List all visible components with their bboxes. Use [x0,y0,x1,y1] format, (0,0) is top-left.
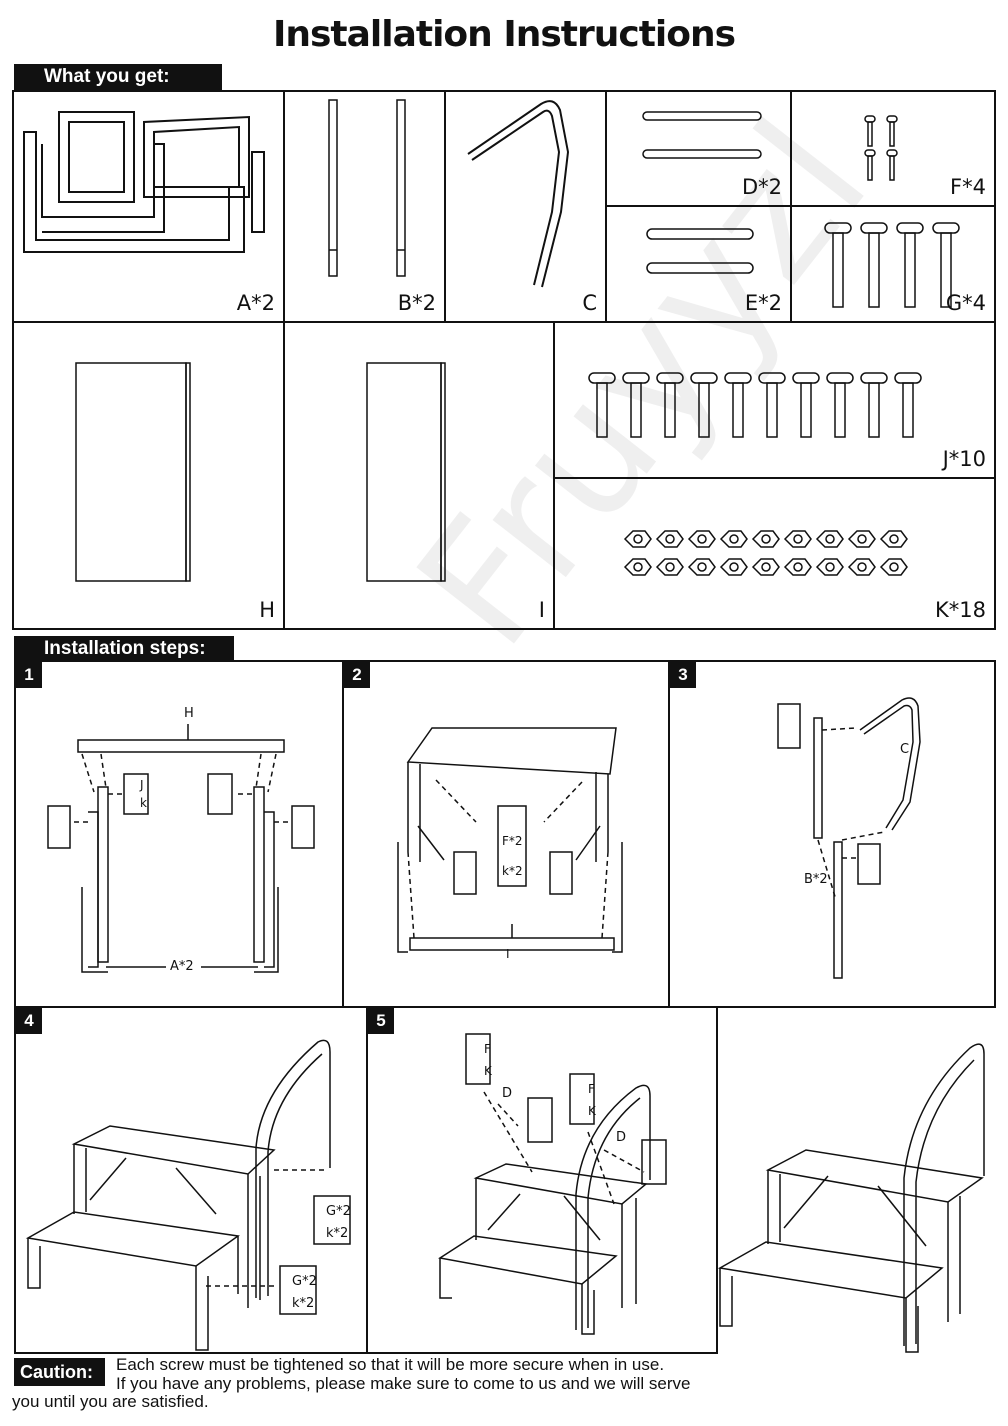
part-i-board-icon [366,362,446,582]
step-5-panel: 5 D D F K F K [366,1006,718,1354]
part-i-label: I [538,598,545,622]
step-1-j-callout: J [140,778,144,792]
part-i-panel: I [283,321,555,630]
part-c-panel: C [444,90,607,323]
part-c-label: C [582,291,597,315]
step-5-k-callout-a: K [484,1064,492,1078]
step-1-panel: 1 [14,660,344,1008]
step-3-c-callout: C [900,742,910,757]
step-5-d-callout-b: D [616,1130,627,1145]
step-2-i-callout: I [506,947,510,961]
part-f-small-screws-icon [864,115,898,181]
part-g-label: G*4 [945,291,986,315]
step-5-k-callout-b: K [588,1104,596,1118]
step-4-number: 4 [16,1008,42,1034]
part-e-panel: E*2 [605,205,792,323]
part-b-label: B*2 [397,291,436,315]
step-2-number: 2 [344,662,370,688]
caution-label: Caution: [20,1362,93,1382]
caution-line-3: you until you are satisfied. [12,1392,209,1411]
step-2-panel: 2 I F*2 k*2 [342,660,670,1008]
caution-line-1: Each screw must be tightened so that it … [116,1355,665,1374]
step-1-h-callout: H [184,706,194,721]
part-a-label: A*2 [236,291,275,315]
step-5-f-callout-a: F [484,1042,491,1056]
step-4-panel: 4 G*2 k*2 G*2 k*2 [14,1006,368,1354]
part-b-rails-icon [328,99,406,277]
part-a-frame-icon [23,111,265,253]
part-j-panel: J*10 [553,321,996,479]
step-4-g2-callout-b: G*2 [292,1274,317,1289]
part-f-label: F*4 [950,175,986,199]
final-stairs-diagram [717,1043,985,1353]
final-result-panel [716,1006,996,1354]
part-k-label: K*18 [935,598,986,622]
installation-steps-header: Installation steps: [14,636,234,662]
step-4-k2-callout-b: k*2 [292,1296,315,1311]
part-j-screws-icon [588,372,922,438]
part-h-panel: H [12,321,285,630]
step-1-k-callout: k [140,796,147,810]
caution-line-2: If you have any problems, please make su… [116,1374,691,1393]
part-e-label: E*2 [744,291,782,315]
what-you-get-header: What you get: [14,64,222,90]
part-k-panel: K*18 [553,477,996,630]
step-5-f-callout-b: F [588,1082,595,1096]
caution-badge: Caution: [14,1358,105,1386]
installation-steps-label: Installation steps: [44,638,206,659]
step-5-d-callout-a: D [502,1086,513,1101]
part-g-long-screws-icon [824,222,960,308]
part-d-panel: D*2 [605,90,792,207]
part-a-panel: A*2 [12,90,285,323]
step-4-k2-callout-a: k*2 [326,1226,349,1241]
step-1-number: 1 [16,662,42,688]
step-2-f2-callout: F*2 [502,834,523,848]
what-you-get-label: What you get: [44,66,170,87]
part-f-panel: F*4 [790,90,996,207]
step-4-diagram [25,1039,351,1351]
part-b-panel: B*2 [283,90,446,323]
part-h-board-icon [75,362,191,582]
part-g-panel: G*4 [790,205,996,323]
step-3-b2-callout: B*2 [804,872,828,887]
part-h-label: H [259,598,275,622]
step-5-number: 5 [368,1008,394,1034]
step-3-number: 3 [670,662,696,688]
step-1-a2-callout: A*2 [170,959,194,974]
part-c-handrail-icon [467,100,570,288]
step-2-k2-callout: k*2 [502,864,523,878]
step-2-diagram [397,727,623,953]
step-5-diagram [438,1033,667,1335]
step-4-g2-callout-a: G*2 [326,1204,351,1219]
part-k-nuts-icon [623,530,908,576]
step-3-panel: 3 C B*2 [668,660,996,1008]
step-3-diagram [777,697,921,979]
step-1-diagram [47,724,315,973]
part-e-brace-icon [646,228,754,274]
part-d-brace-icon [642,111,762,159]
part-d-label: D*2 [741,175,782,199]
part-j-label: J*10 [942,447,986,471]
page-title: Installation Instructions [272,14,736,55]
